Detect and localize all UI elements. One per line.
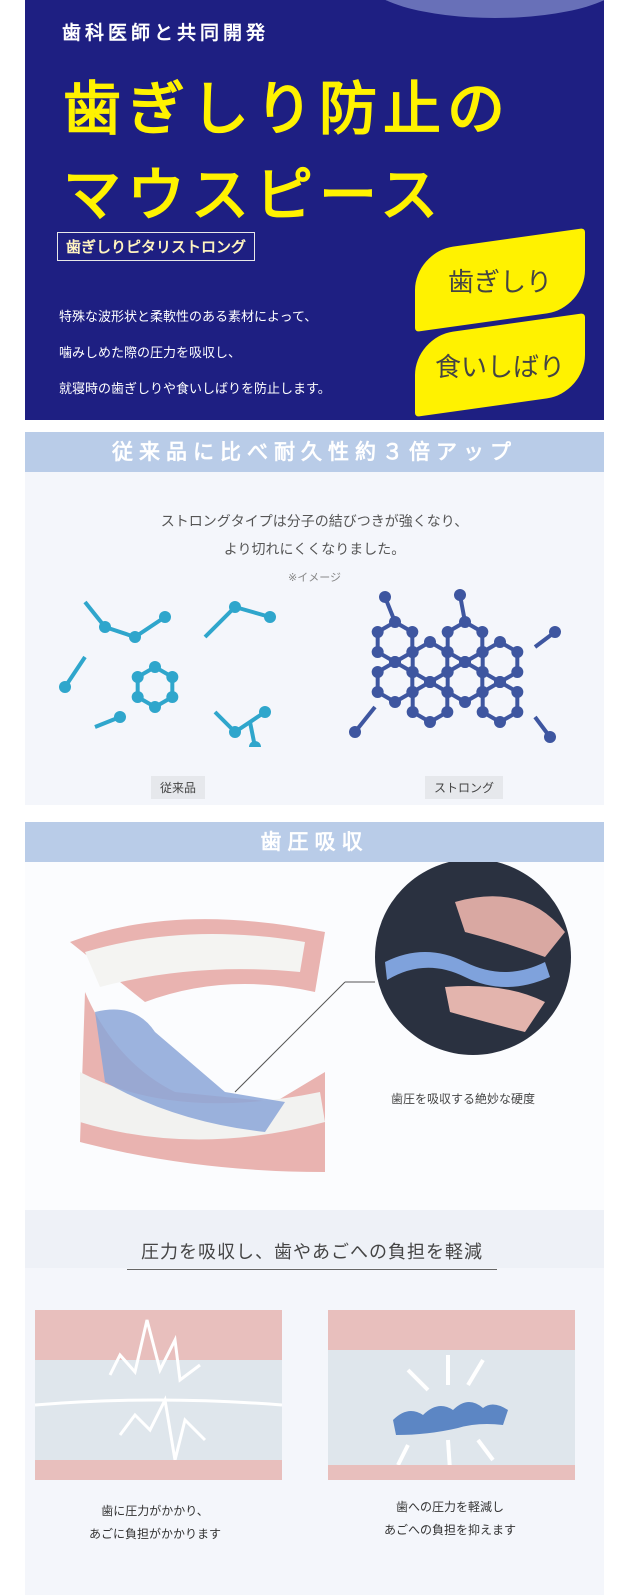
atom (114, 711, 126, 723)
atom (459, 696, 471, 708)
atom (441, 666, 454, 678)
badge-label: 食いしばり (434, 352, 565, 383)
durability-text: ストロングタイプは分子の結びつきが強くなり、 より切れにくくなりました。 (25, 508, 604, 564)
durability-section: ストロングタイプは分子の結びつきが強くなり、 より切れにくくなりました。 ※イメ… (25, 472, 604, 805)
atom (389, 656, 401, 668)
teeth-with-mouthpiece-image (328, 1310, 575, 1480)
hero-description: 特殊な波形状と柔軟性のある素材によって、 噛みしめた際の圧力を吸収し、 就寝時の… (59, 300, 331, 408)
strong-label: ストロング (425, 776, 504, 799)
caption-line: 歯への圧力を軽減し (395, 1500, 504, 1514)
atom (159, 611, 171, 623)
reduce-section: 圧力を吸収し、歯やあごへの負担を軽減 歯に圧力がかかり、 あごに負担がかかります… (25, 1210, 604, 1595)
caption-line: あごへの負担を抑えます (383, 1523, 516, 1537)
badge-label: 歯ぎしり (447, 267, 552, 298)
caption-line: あごに負担がかかります (88, 1527, 221, 1541)
atom (249, 741, 261, 747)
desc-line: 就寝時の歯ぎしりや食いしばりを防止します。 (59, 382, 331, 397)
atom (459, 616, 471, 628)
caption-line: 歯に圧力がかかり、 (101, 1504, 209, 1518)
atom (389, 616, 401, 628)
conventional-label: 従来品 (151, 776, 206, 799)
atom (494, 636, 506, 648)
atom (511, 666, 524, 678)
atom (494, 716, 506, 728)
atom (454, 589, 466, 601)
atom (511, 646, 524, 658)
atom (406, 706, 419, 718)
atom (149, 701, 161, 713)
heading-band (25, 1210, 604, 1268)
atom (349, 726, 361, 738)
strong-molecule-illustration (349, 589, 561, 743)
atom (371, 686, 384, 698)
hero-title-line1: 歯ぎしり防止の (63, 75, 512, 143)
hero-banner: 歯科医師と共同開発 歯ぎしり防止の マウスピース 歯ぎしりピタリストロング 特殊… (25, 0, 604, 420)
atom (129, 631, 141, 643)
atom (131, 671, 144, 683)
conventional-molecule-illustration (59, 600, 276, 747)
left-caption: 歯に圧力がかかり、 あごに負担がかかります (25, 1500, 285, 1546)
atom (511, 686, 524, 698)
atom (229, 726, 241, 738)
badge-clenching: 食いしばり (415, 313, 585, 417)
jaw-model-illustration (70, 859, 571, 1172)
atom (259, 706, 271, 718)
atom (406, 626, 419, 638)
atom (371, 646, 384, 658)
atom (424, 716, 436, 728)
atom (424, 636, 436, 648)
atom (131, 691, 144, 703)
atom (476, 666, 489, 678)
atom (476, 626, 489, 638)
text-line: ストロングタイプは分子の結びつきが強くなり、 (160, 514, 469, 530)
atom (371, 666, 384, 678)
atom (544, 731, 556, 743)
atom (441, 686, 454, 698)
atom (441, 626, 454, 638)
atom (549, 626, 561, 638)
bond (234, 605, 271, 619)
absorption-heading: 歯圧吸収 (25, 822, 604, 862)
desc-line: 噛みしめた際の圧力を吸収し、 (59, 346, 242, 361)
bond (133, 615, 167, 639)
atom (406, 686, 419, 698)
atom (406, 646, 419, 658)
atom (511, 706, 524, 718)
atom (441, 706, 454, 718)
atom (389, 696, 401, 708)
atom (166, 671, 179, 683)
desc-line: 特殊な波形状と柔軟性のある素材によって、 (59, 310, 318, 325)
right-caption: 歯への圧力を軽減し あごへの負担を抑えます (320, 1496, 580, 1542)
teeth-without-mouthpiece-image (35, 1310, 282, 1480)
atom (459, 656, 471, 668)
durability-heading: 従来品に比べ耐久性約３倍アップ (25, 432, 604, 472)
atom (441, 646, 454, 658)
atom (59, 681, 71, 693)
absorption-section: 歯圧を吸収する絶妙な硬度 (25, 859, 604, 1210)
atom (99, 621, 111, 633)
atom (371, 626, 384, 638)
atom (406, 666, 419, 678)
atom (229, 601, 241, 613)
atom (494, 676, 506, 688)
absorption-caption: 歯圧を吸収する絶妙な硬度 (391, 1092, 536, 1106)
atom (476, 646, 489, 658)
atom (264, 611, 276, 623)
product-name: 歯ぎしりピタリストロング (57, 232, 256, 261)
text-line: より切れにくくなりました。 (223, 542, 406, 558)
decorative-arc (365, 0, 604, 18)
atom (476, 686, 489, 698)
bond (203, 605, 237, 639)
atom (476, 706, 489, 718)
atom (149, 661, 161, 673)
image-note: ※イメージ (288, 571, 341, 584)
atom (166, 691, 179, 703)
hero-subtitle: 歯科医師と共同開発 (62, 22, 270, 44)
bond (63, 655, 87, 689)
atom (424, 676, 436, 688)
hero-title-line2: マウスピース (63, 161, 445, 229)
atom (379, 591, 391, 603)
reduce-heading: 圧力を吸収し、歯やあごへの負担を軽減 (127, 1238, 497, 1270)
